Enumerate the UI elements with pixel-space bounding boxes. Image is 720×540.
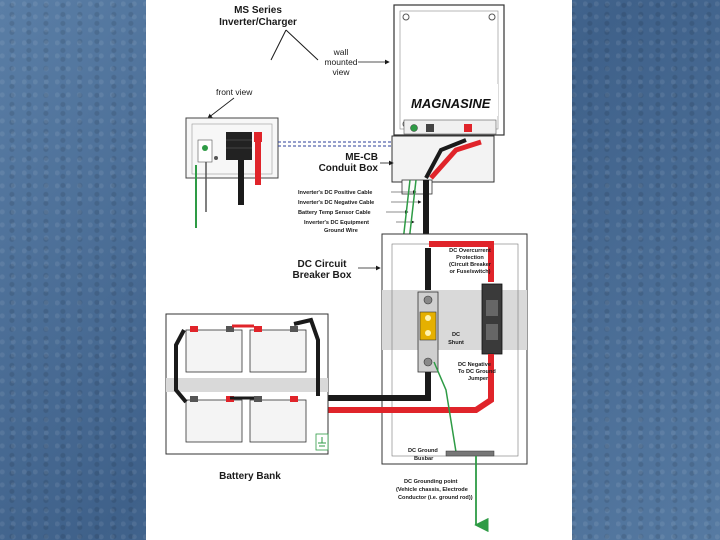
- negative-ground-jumper: [433, 361, 457, 453]
- wiring-diagram: MS Series Inverter/Charger wall mounted …: [165, 4, 528, 533]
- negative-to-battery: [326, 372, 431, 401]
- overcurrent-label-3: (Circuit Breaker: [449, 262, 492, 268]
- title-line-2: Inverter/Charger: [219, 17, 297, 28]
- title-pointer-lines: [270, 29, 319, 61]
- battery-bank-label: Battery Bank: [219, 471, 281, 482]
- cable-positive-label: Inverter's DC Positive Cable: [298, 190, 372, 196]
- cable-ground-label-1: Inverter's DC Equipment: [304, 220, 369, 226]
- front-view-arrow: [207, 97, 235, 119]
- dc-overcurrent-breaker: [481, 283, 503, 355]
- brand-logo: MAGNASINE: [411, 96, 491, 111]
- conduit-label-2: Conduit Box: [319, 163, 379, 174]
- inverter-front-view: [185, 117, 279, 179]
- dc-ground-label-2: Busbar: [414, 456, 434, 462]
- battery-bank: [165, 313, 329, 455]
- diagram-slide: MS Series Inverter/Charger wall mounted …: [146, 0, 572, 540]
- jumper-label-3: Jumper: [468, 376, 489, 382]
- grounding-label-3: Conductor (i.e. ground rod)): [398, 495, 473, 501]
- cable-ground-label-2: Ground Wire: [324, 228, 358, 234]
- overcurrent-label-2: Protection: [456, 255, 484, 261]
- positive-to-breaker: [429, 241, 494, 282]
- dc-shunt: [417, 291, 439, 373]
- breaker-box-label-2: Breaker Box: [293, 270, 352, 281]
- jumper-label-1: DC Negative: [458, 362, 491, 368]
- positive-to-battery: [326, 354, 494, 413]
- conduit-positive-in: [429, 139, 482, 180]
- dc-ground-label-1: DC Ground: [408, 448, 438, 454]
- overcurrent-label-4: or Fuse/switch): [449, 269, 490, 275]
- title-line-1: MS Series: [234, 5, 282, 16]
- wall-line-1: wall: [333, 47, 349, 57]
- conduit-negative-in: [424, 138, 467, 179]
- jumper-label-2: To DC Ground: [458, 369, 496, 375]
- wall-line-2: mounted: [324, 57, 357, 67]
- inverter-wall-view: MAGNASINE: [393, 4, 505, 136]
- dc-breaker-box: [381, 233, 528, 465]
- wall-line-3: view: [332, 67, 350, 77]
- grounding-label-2: (Vehicle chassis, Electrode: [396, 487, 468, 493]
- shunt-label-2: Shunt: [448, 340, 464, 346]
- grounding-label-1: DC Grounding point: [404, 479, 458, 485]
- front-view-label: front view: [216, 87, 253, 97]
- breaker-box-label-1: DC Circuit: [298, 259, 348, 270]
- overcurrent-label-1: DC Overcurrent: [449, 248, 491, 254]
- shunt-label-1: DC: [452, 332, 460, 338]
- cable-temp-label: Battery Temp Sensor Cable: [298, 210, 371, 216]
- dc-ground-busbar: [445, 450, 495, 457]
- cable-negative-label: Inverter's DC Negative Cable: [298, 200, 374, 206]
- conduit-label-1: ME-CB: [345, 152, 378, 163]
